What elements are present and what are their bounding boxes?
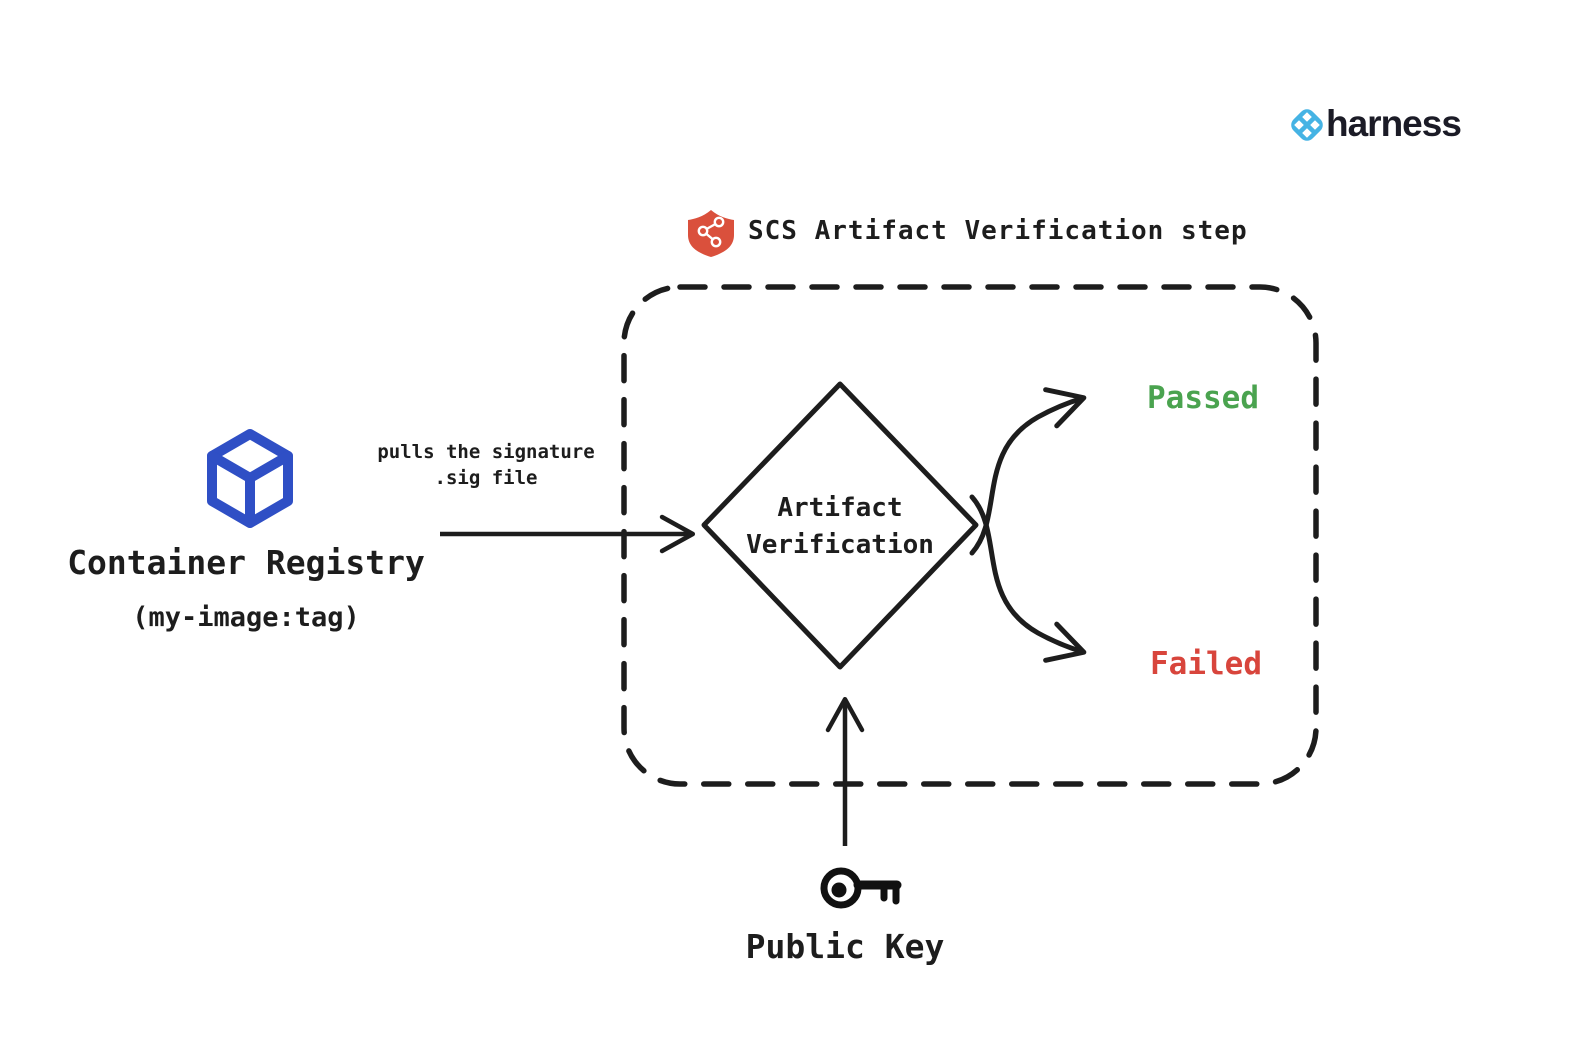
cube-icon — [207, 429, 293, 528]
harness-logo-icon — [1291, 109, 1323, 141]
decision-label-line2: Verification — [746, 530, 934, 560]
container-registry-label: Container Registry — [67, 543, 425, 582]
harness-wordmark: harness — [1326, 103, 1462, 144]
pull-edge-label-line1: pulls the signature — [377, 441, 595, 463]
decision-label-line1: Artifact — [777, 493, 903, 523]
container-registry-image-tag: (my-image:tag) — [132, 602, 360, 633]
pull-edge-label-line2: .sig file — [434, 467, 538, 489]
public-key-label: Public Key — [745, 927, 945, 966]
decision-label: Artifact Verification — [746, 490, 934, 564]
failed-arrow — [969, 494, 1087, 663]
decision-diamond — [701, 381, 979, 670]
step-title: SCS Artifact Verification step — [748, 216, 1248, 246]
outcome-passed-label: Passed — [1147, 380, 1259, 416]
outcome-failed-label: Failed — [1150, 646, 1262, 682]
scs-shield-icon — [688, 210, 734, 257]
key-icon — [820, 867, 902, 909]
